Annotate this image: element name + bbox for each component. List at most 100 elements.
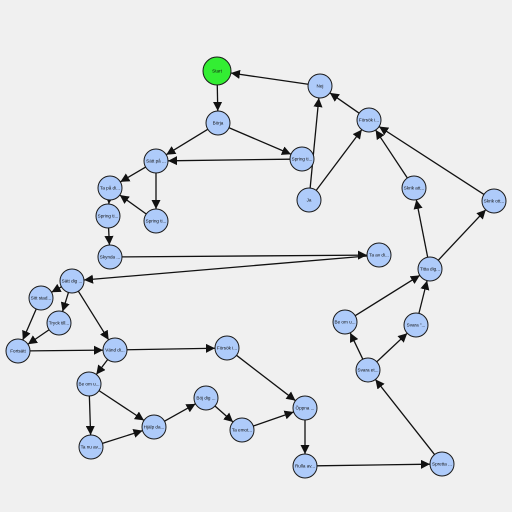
node-circle: [401, 175, 427, 201]
edge-ta_av_di-to-satt_dig: [83, 255, 368, 284]
node-svara_et: Svara et...: [355, 357, 381, 383]
node-label: Skrik ott...: [484, 199, 504, 204]
node-label: Spring ti...: [98, 214, 119, 219]
node-label: Försök i...: [217, 346, 237, 351]
edge-titta_dig-to-skrik_ott: [437, 209, 487, 261]
node-label: Börja: [213, 121, 224, 126]
node-ja: Ja: [296, 187, 322, 213]
edge-titta_dig-to-skrik_att: [413, 199, 429, 258]
node-spring_b: Spring ti...: [95, 203, 121, 229]
edge-be_om_u1-to-titta_dig: [354, 274, 421, 317]
edge-boj_dig-to-ta_emot: [214, 405, 234, 423]
node-ta_pa_di: Ta på di...: [97, 175, 123, 201]
edge-sitt_stad-to-fortsatt: [22, 308, 37, 341]
edge-start-to-borja: [213, 84, 223, 112]
node-circle: [78, 434, 104, 460]
node-spretta: Spretta ...: [429, 451, 455, 477]
node-spring_ti: Spring ti...: [289, 146, 315, 172]
node-label: Ta av di...: [369, 253, 389, 258]
node-label: Svara et...: [358, 368, 379, 373]
edge-hjalp_da-to-boj_dig: [164, 403, 196, 422]
edge-fortsatt-to-vand_di: [29, 345, 104, 355]
edge-forsok2-to-oppna: [236, 354, 296, 402]
edges-layer: [22, 69, 487, 469]
edge-vand_di-to-be_om_u2: [95, 359, 109, 375]
node-oppna: Öppna ...: [292, 395, 318, 421]
node-vand_di: Vänd di...: [102, 337, 128, 363]
edge-skrik_ott-to-forsok1: [378, 125, 485, 196]
node-start: Start: [202, 56, 232, 86]
node-circle: [292, 395, 318, 421]
node-label: Sitt stad...: [31, 296, 51, 301]
node-label: Svara "...: [407, 323, 426, 328]
node-circle: [76, 371, 102, 397]
node-circle: [366, 242, 392, 268]
edge-spretta-to-svara_et: [374, 379, 436, 455]
edge-svara_et-to-svara: [376, 332, 408, 363]
edge-satt_pa-to-ta_pa_di: [120, 166, 146, 183]
node-label: Spring ti...: [292, 157, 313, 162]
node-circle: [214, 335, 240, 361]
node-borja: Börja: [205, 110, 231, 136]
node-skrik_att: Skrik att...: [401, 175, 427, 201]
node-label: Skynda ...: [100, 255, 120, 260]
node-label: Rulla av...: [295, 464, 315, 469]
node-circle: [97, 175, 123, 201]
edge-be_om_u2-to-hjalp_da: [98, 390, 145, 421]
node-label: Spring ti...: [146, 219, 167, 224]
node-be_om_u2: Be om u...: [76, 371, 102, 397]
node-svara: Svara "...: [403, 312, 429, 338]
node-label: Sätt på ...: [146, 158, 166, 164]
node-rulla_av: Rulla av...: [292, 453, 318, 479]
node-skrik_ott: Skrik ott...: [481, 188, 507, 214]
edge-spring_ti-to-satt_pa: [167, 156, 291, 166]
node-ta_nu_av: Ta nu av...: [78, 434, 104, 460]
edge-vand_di-to-forsok2: [126, 343, 216, 353]
node-circle: [143, 208, 169, 234]
node-forsok2: Försök i...: [214, 335, 240, 361]
node-label: Nej: [317, 84, 324, 89]
node-circle: [307, 73, 333, 99]
node-label: Böj dig ...: [196, 396, 215, 401]
node-label: Ja: [307, 198, 312, 203]
edge-tryck_till-to-fortsatt: [27, 329, 50, 345]
node-circle: [193, 385, 219, 411]
node-label: Be om u...: [79, 382, 100, 387]
node-circle: [403, 312, 429, 338]
edge-rulla_av-to-spretta: [316, 459, 431, 469]
node-circle: [5, 338, 31, 364]
edge-ja-to-forsok1: [315, 129, 363, 191]
node-circle: [429, 451, 455, 477]
node-be_om_u1: Be om u...: [332, 309, 358, 335]
node-circle: [417, 256, 443, 282]
node-label: Tryck till...: [49, 321, 70, 326]
edge-borja-to-satt_pa: [165, 128, 209, 156]
edge-ja-to-nej: [309, 97, 323, 189]
node-forsok1: Försök i...: [356, 107, 382, 133]
node-circle: [59, 268, 85, 294]
edge-satt_dig-to-sitt_stad: [51, 283, 62, 293]
node-hjalp_da: Hjälp da...: [141, 414, 167, 440]
node-fortsatt: Fortsätt: [5, 338, 31, 364]
edge-spring_b-to-skynda: [104, 227, 114, 246]
node-label: Ta nu av...: [81, 445, 102, 450]
node-sitt_stad: Sitt stad...: [28, 285, 54, 311]
node-label: Hjälp da...: [144, 425, 165, 430]
node-label: Spretta ...: [432, 462, 452, 467]
node-circle: [481, 188, 507, 214]
node-label: Försök i...: [359, 118, 379, 123]
node-label: Be om u...: [335, 320, 356, 325]
edge-skynda-to-ta_av_di: [121, 250, 368, 260]
node-label: Vänd di...: [105, 348, 124, 353]
node-label: Öppna ...: [296, 405, 315, 411]
node-circle: [205, 110, 231, 136]
edge-spring_ti2-to-ta_pa_di: [119, 194, 147, 215]
node-nej: Nej: [307, 73, 333, 99]
edge-satt_dig-to-tryck_till: [60, 292, 70, 312]
node-label: Ta emot...: [232, 428, 252, 433]
edge-ta_emot-to-oppna: [253, 410, 294, 427]
node-circle: [289, 146, 315, 172]
node-circle: [46, 310, 72, 336]
